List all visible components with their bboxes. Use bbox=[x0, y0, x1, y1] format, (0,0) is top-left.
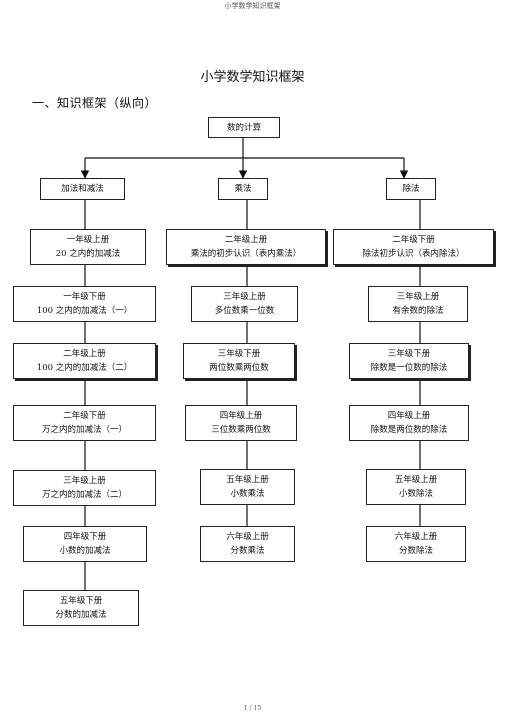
div-node: 四年级上册 除数是两位数的除法 bbox=[349, 405, 469, 441]
node-topic: 万之内的加减法（一） bbox=[41, 425, 127, 435]
node-topic: 20 之内的加减法 bbox=[55, 249, 121, 259]
node-grade: 五年级下册 bbox=[59, 596, 103, 606]
mult-node: 四年级上册 三位数乘两位数 bbox=[185, 405, 297, 441]
root-label: 数的计算 bbox=[226, 122, 261, 133]
node-grade: 一年级上册 bbox=[66, 235, 110, 245]
mult-node: 三年级上册 多位数乘一位数 bbox=[191, 286, 298, 322]
div-node: 三年级下册 除数是一位数的除法 bbox=[349, 343, 469, 379]
node-topic: 两位数乘两位数 bbox=[209, 363, 269, 373]
node-grade: 三年级上册 bbox=[223, 292, 266, 302]
node-grade: 三年级下册 bbox=[387, 349, 431, 359]
node-topic: 100 之内的加减法（二） bbox=[36, 363, 133, 373]
node-grade: 五年级上册 bbox=[394, 475, 438, 485]
mult-node: 六年级上册 分数乘法 bbox=[200, 526, 295, 562]
page-number: 1 / 15 bbox=[243, 705, 262, 712]
node-topic: 小数除法 bbox=[398, 489, 433, 499]
node-grade: 二年级下册 bbox=[392, 235, 435, 245]
category-div: 除法 bbox=[386, 178, 436, 200]
addsub-node: 一年级下册 100 之内的加减法（一） bbox=[13, 286, 156, 322]
category-mult: 乘法 bbox=[218, 178, 268, 200]
node-grade: 五年级上册 bbox=[226, 475, 269, 485]
category-label: 加法和减法 bbox=[61, 184, 104, 194]
node-topic: 小数的加减法 bbox=[59, 546, 111, 556]
category-label: 乘法 bbox=[234, 184, 252, 194]
addsub-node: 一年级上册 20 之内的加减法 bbox=[30, 229, 146, 265]
node-grade: 四年级下册 bbox=[63, 532, 107, 542]
node-topic: 分数乘法 bbox=[230, 546, 265, 556]
node-topic: 除法初步认识（表内除法） bbox=[362, 249, 465, 259]
node-topic: 万之内的加减法（二） bbox=[41, 490, 127, 500]
node-topic: 分数除法 bbox=[398, 546, 433, 556]
node-grade: 三年级上册 bbox=[63, 476, 106, 486]
category-label: 除法 bbox=[402, 184, 420, 194]
node-topic: 多位数乘一位数 bbox=[214, 306, 275, 316]
mult-node: 五年级上册 小数乘法 bbox=[200, 469, 295, 505]
category-addsub: 加法和减法 bbox=[40, 178, 125, 200]
addsub-node: 三年级上册 万之内的加减法（二） bbox=[13, 470, 156, 506]
section-heading: 一、知识框架（纵向） bbox=[32, 96, 158, 110]
addsub-node: 五年级下册 分数的加减法 bbox=[23, 590, 139, 626]
mult-node: 二年级上册 乘法的初步认识（表内乘法） bbox=[166, 229, 326, 265]
node-grade: 六年级上册 bbox=[226, 532, 269, 542]
node-topic: 除数是两位数的除法 bbox=[370, 425, 448, 435]
mult-node: 三年级下册 两位数乘两位数 bbox=[183, 343, 295, 379]
node-topic: 除数是一位数的除法 bbox=[370, 363, 448, 373]
node-grade: 一年级下册 bbox=[63, 292, 106, 302]
div-node: 五年级上册 小数除法 bbox=[366, 469, 466, 505]
addsub-node: 二年级上册 100 之内的加减法（二） bbox=[13, 343, 156, 379]
node-topic: 三位数乘两位数 bbox=[211, 425, 271, 435]
node-topic: 乘法的初步认识（表内乘法） bbox=[190, 249, 302, 259]
node-topic: 分数的加减法 bbox=[55, 610, 107, 620]
addsub-node: 二年级下册 万之内的加减法（一） bbox=[13, 405, 156, 441]
node-grade: 四年级上册 bbox=[387, 411, 431, 421]
div-node: 二年级下册 除法初步认识（表内除法） bbox=[333, 229, 494, 265]
node-topic: 100 之内的加减法（一） bbox=[36, 306, 133, 316]
node-grade: 三年级上册 bbox=[396, 292, 440, 302]
addsub-node: 四年级下册 小数的加减法 bbox=[23, 526, 147, 562]
document-title: 小学数学知识框架 bbox=[200, 70, 305, 85]
node-grade: 六年级上册 bbox=[394, 532, 438, 542]
root-node: 数的计算 bbox=[208, 117, 280, 138]
node-grade: 二年级下册 bbox=[63, 411, 106, 421]
node-grade: 三年级下册 bbox=[217, 349, 261, 359]
node-grade: 四年级上册 bbox=[219, 411, 263, 421]
page-header: 小学数学知识框架 bbox=[224, 2, 281, 10]
node-grade: 二年级上册 bbox=[224, 235, 268, 245]
div-node: 六年级上册 分数除法 bbox=[366, 526, 466, 562]
div-node: 三年级上册 有余数的除法 bbox=[368, 286, 468, 322]
node-grade: 二年级上册 bbox=[63, 349, 106, 359]
node-topic: 小数乘法 bbox=[230, 489, 265, 499]
node-topic: 有余数的除法 bbox=[392, 306, 444, 316]
